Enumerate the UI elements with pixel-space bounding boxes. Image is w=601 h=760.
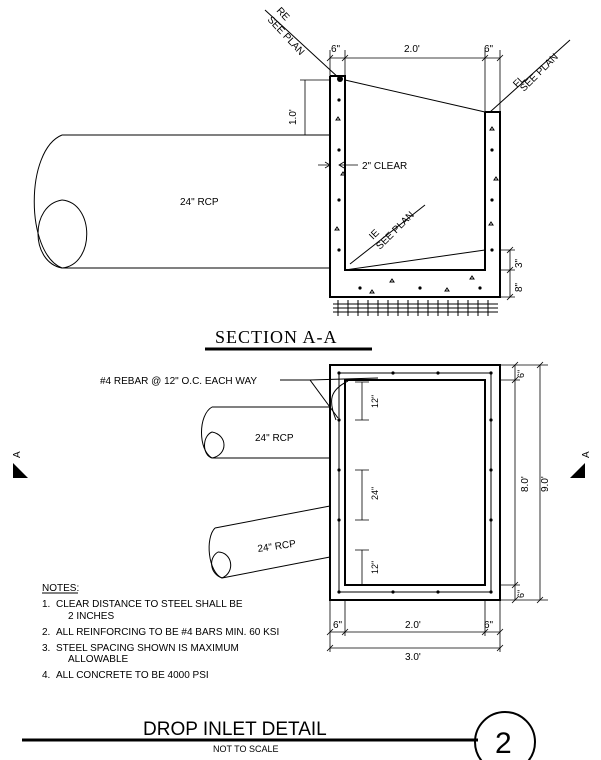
section-dim-top-right: 6" bbox=[484, 44, 494, 55]
notes: NOTES: 1. CLEAR DISTANCE TO STEEL SHALL … bbox=[42, 583, 279, 681]
section-top-dimensions: 6" 2.0' 6" bbox=[326, 44, 504, 112]
section-marker-left-letter: A bbox=[12, 451, 23, 458]
plan-pipe-1-label: 24" RCP bbox=[255, 433, 294, 444]
clear-label: 2" CLEAR bbox=[362, 161, 407, 172]
clear-callout: 2" CLEAR bbox=[318, 161, 407, 172]
section-pipe: 24" RCP bbox=[33, 134, 330, 269]
note-3-num: 3. bbox=[42, 643, 50, 654]
note-1-line-1: CLEAR DISTANCE TO STEEL SHALL BE bbox=[56, 599, 243, 610]
section-dim-top-left: 6" bbox=[331, 44, 341, 55]
plan-dim-bottom-left: 6" bbox=[333, 620, 343, 631]
notes-heading: NOTES: bbox=[42, 583, 79, 594]
plan-box bbox=[329, 364, 501, 601]
section-pipe-label: 24" RCP bbox=[180, 197, 219, 208]
plan-pipe-2: 24" RCP bbox=[208, 505, 331, 579]
note-4-line-1: ALL CONCRETE TO BE 4000 PSI bbox=[56, 670, 209, 681]
detail-title: DROP INLET DETAIL bbox=[143, 719, 327, 740]
detail-number: 2 bbox=[495, 727, 512, 760]
section-floor-dimensions: 3" 8" bbox=[500, 246, 525, 301]
section-dim-floor-bottom: 8" bbox=[514, 282, 525, 292]
note-1-line-2: 2 INCHES bbox=[68, 611, 114, 622]
section-walls bbox=[329, 75, 501, 316]
section-marker-right: A bbox=[570, 451, 592, 478]
section-marker-right-letter: A bbox=[581, 451, 592, 458]
section-drop-dimension: 1.0' bbox=[288, 79, 330, 136]
plan-dim-outer-height: 9.0' bbox=[540, 476, 551, 492]
title-block: DROP INLET DETAIL NOT TO SCALE 2 bbox=[22, 711, 536, 760]
plan-bottom-dimensions: 6" 2.0' 6" 3.0' bbox=[326, 600, 504, 663]
section-dim-drop: 1.0' bbox=[288, 109, 299, 125]
plan-spacing-dimensions: 12" 24" 12" bbox=[355, 381, 380, 586]
section-view: 24" RCP bbox=[33, 6, 571, 351]
plan-dim-spacing-3: 12" bbox=[370, 561, 380, 574]
note-2-num: 2. bbox=[42, 627, 50, 638]
plan-dim-bottom-mid: 2.0' bbox=[405, 620, 421, 631]
plan-dim-spacing-2: 24" bbox=[370, 487, 380, 500]
note-3-line-1: STEEL SPACING SHOWN IS MAXIMUM bbox=[56, 643, 239, 654]
plan-dim-spacing-1: 12" bbox=[370, 395, 380, 408]
plan-pipe-2-label: 24" RCP bbox=[257, 539, 297, 555]
plan-dim-right-bottom: 6" bbox=[516, 590, 526, 598]
section-marker-left: A bbox=[12, 451, 28, 478]
ie-see-plan: SEE PLAN bbox=[374, 210, 416, 252]
plan-dim-right-top: 6" bbox=[516, 370, 526, 378]
note-4-num: 4. bbox=[42, 670, 50, 681]
fl-see-plan: SEE PLAN bbox=[518, 52, 560, 94]
note-3-line-2: ALLOWABLE bbox=[68, 654, 129, 665]
plan-pipe-1: 24" RCP bbox=[201, 406, 330, 459]
plan-dim-bottom-right: 6" bbox=[484, 620, 494, 631]
plan-view: A A #4 REBAR @ 12" O bbox=[12, 361, 592, 663]
section-title: SECTION A-A bbox=[215, 327, 338, 347]
note-1-num: 1. bbox=[42, 599, 50, 610]
section-dim-top-mid: 2.0' bbox=[404, 44, 420, 55]
plan-dim-overall-width: 3.0' bbox=[405, 652, 421, 663]
rebar-label: #4 REBAR @ 12" O.C. EACH WAY bbox=[100, 376, 257, 387]
detail-number-circle bbox=[474, 711, 536, 760]
rebar-callout: #4 REBAR @ 12" O.C. EACH WAY bbox=[100, 376, 379, 421]
note-2-line-1: ALL REINFORCING TO BE #4 BARS MIN. 60 KS… bbox=[56, 627, 279, 638]
detail-subtitle: NOT TO SCALE bbox=[213, 744, 279, 754]
section-dim-floor-top: 3" bbox=[514, 258, 525, 268]
plan-dim-inner-height: 8.0' bbox=[520, 476, 531, 492]
plan-right-dimensions: 6" 8.0' 9.0' 6" bbox=[500, 361, 551, 604]
